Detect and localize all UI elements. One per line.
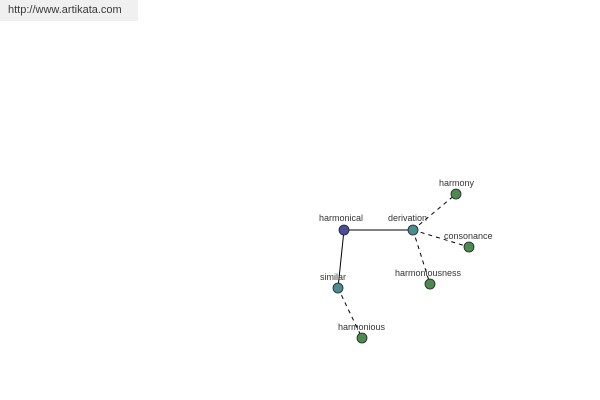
node-derivation[interactable]: derivation (388, 213, 427, 236)
node-label-harmonious[interactable]: harmonious (338, 322, 386, 332)
node-dot-derivation[interactable] (407, 224, 419, 236)
graph-edges (337, 193, 470, 339)
graph-nodes: harmonical derivation similar harmony conson… (319, 178, 493, 344)
node-dot-harmony[interactable] (450, 188, 462, 200)
node-label-consonance[interactable]: consonance (444, 231, 493, 241)
node-harmonious[interactable]: harmonious (338, 322, 386, 344)
site-url-link[interactable]: http://www.artikata.com (8, 4, 122, 16)
node-label-harmoniousness[interactable]: harmoniousness (395, 268, 462, 278)
node-similar[interactable]: similar (320, 272, 346, 294)
url-banner[interactable]: http://www.artikata.com (0, 0, 138, 21)
node-dot-harmonious[interactable] (356, 332, 368, 344)
node-dot-harmonical[interactable] (338, 224, 350, 236)
edge-similar-harmonious (337, 287, 363, 339)
node-dot-harmoniousness[interactable] (424, 278, 436, 290)
node-label-harmony[interactable]: harmony (439, 178, 475, 188)
node-label-harmonical[interactable]: harmonical (319, 213, 363, 223)
node-harmoniousness[interactable]: harmoniousness (395, 268, 462, 290)
node-label-similar[interactable]: similar (320, 272, 346, 282)
edge-derivation-harmony (412, 193, 457, 231)
edge-harmonical-similar (337, 229, 345, 289)
node-dot-consonance[interactable] (463, 241, 475, 253)
node-harmonical[interactable]: harmonical (319, 213, 363, 236)
node-consonance[interactable]: consonance (444, 231, 493, 253)
edge-derivation-consonance (412, 229, 470, 248)
node-harmony[interactable]: harmony (439, 178, 475, 200)
edge-derivation-harmoniousness (412, 229, 431, 285)
node-label-derivation[interactable]: derivation (388, 213, 427, 223)
node-dot-similar[interactable] (332, 282, 344, 294)
